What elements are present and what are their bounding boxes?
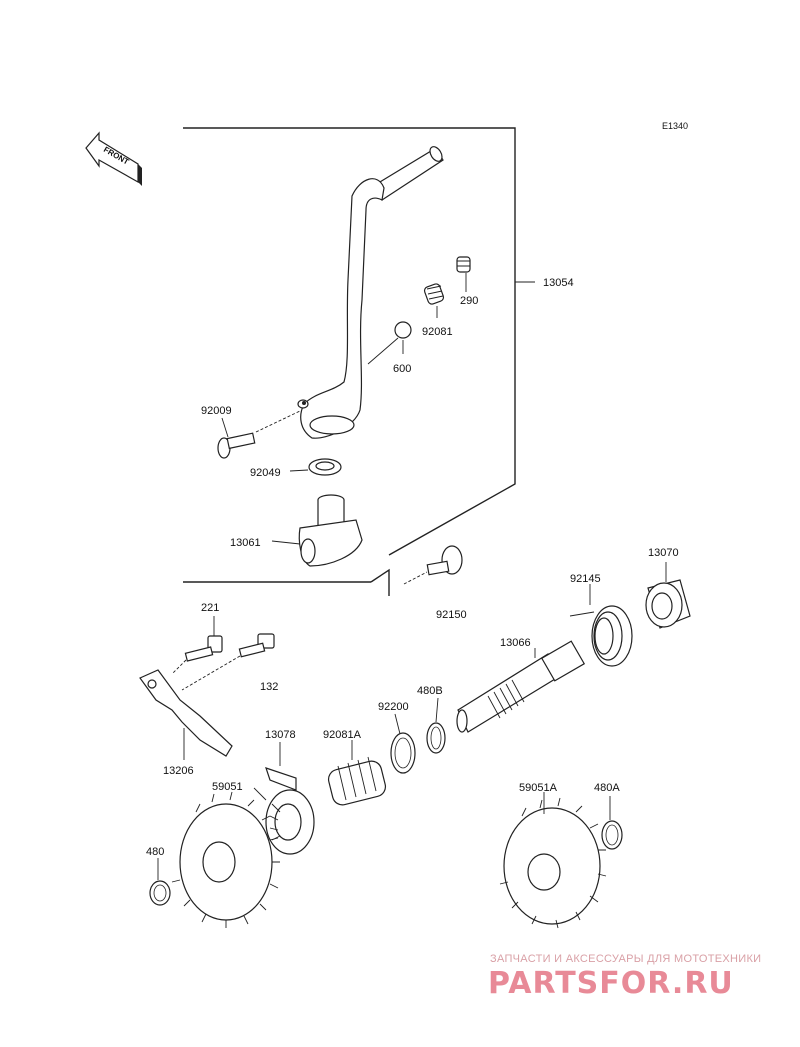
watermark-tagline: ЗАПЧАСТИ И АКСЕССУАРЫ ДЛЯ МОТОТЕХНИКИ [490, 953, 761, 965]
label-13054: 13054 [543, 277, 574, 289]
label-13066: 13066 [500, 637, 531, 649]
label-13070: 13070 [648, 547, 679, 559]
bolt-221 [171, 616, 223, 675]
washer-92049 [289, 458, 342, 476]
label-13061: 13061 [230, 537, 261, 549]
circlip-480a [601, 796, 623, 850]
label-221: 221 [201, 602, 219, 614]
label-600: 600 [393, 363, 411, 375]
label-13206: 13206 [163, 765, 194, 777]
bracket-13206 [139, 669, 233, 760]
bolt-92150 [403, 545, 463, 585]
label-13078: 13078 [265, 729, 296, 741]
spring-92081 [423, 283, 445, 318]
collar-13070 [645, 562, 691, 629]
plug-290 [456, 256, 471, 292]
part-labels: 13054 290 92081 600 92009 92049 13061 92… [146, 277, 679, 858]
label-59051a: 59051A [519, 782, 558, 794]
label-92081a: 92081A [323, 729, 362, 741]
front-arrow-icon: FRONT [85, 131, 142, 186]
label-92081: 92081 [422, 326, 453, 338]
label-132: 132 [260, 681, 278, 693]
label-92009: 92009 [201, 405, 232, 417]
label-92200: 92200 [378, 701, 409, 713]
label-290: 290 [460, 295, 478, 307]
watermark-logo: PARTSFOR.RU [488, 966, 734, 1001]
label-92150: 92150 [436, 609, 467, 621]
ball-600 [367, 321, 412, 365]
ratchet-13078 [265, 742, 315, 855]
circlip-480 [149, 858, 171, 906]
circlip-480b [426, 697, 446, 754]
label-480a: 480A [594, 782, 620, 794]
spring-92145 [569, 584, 633, 667]
label-92049: 92049 [250, 467, 281, 479]
fitting-13061 [271, 494, 363, 567]
gear-59051a [499, 792, 607, 929]
diagram-ref: E1340 [662, 121, 688, 131]
shaft-13066 [456, 640, 586, 733]
label-480b: 480B [417, 685, 443, 697]
bolt-92009 [217, 410, 301, 459]
gear-59051 [171, 787, 280, 928]
bolt-132 [181, 633, 275, 691]
kick-pedal-lever [297, 146, 444, 439]
watermark: ЗАПЧАСТИ И АКСЕССУАРЫ ДЛЯ МОТОТЕХНИКИ PA… [488, 953, 761, 1001]
label-480: 480 [146, 846, 164, 858]
label-92145: 92145 [570, 573, 601, 585]
washer-92200 [390, 713, 416, 774]
assembly-frame [183, 127, 535, 596]
spring-92081a [327, 740, 387, 806]
label-59051: 59051 [212, 781, 243, 793]
